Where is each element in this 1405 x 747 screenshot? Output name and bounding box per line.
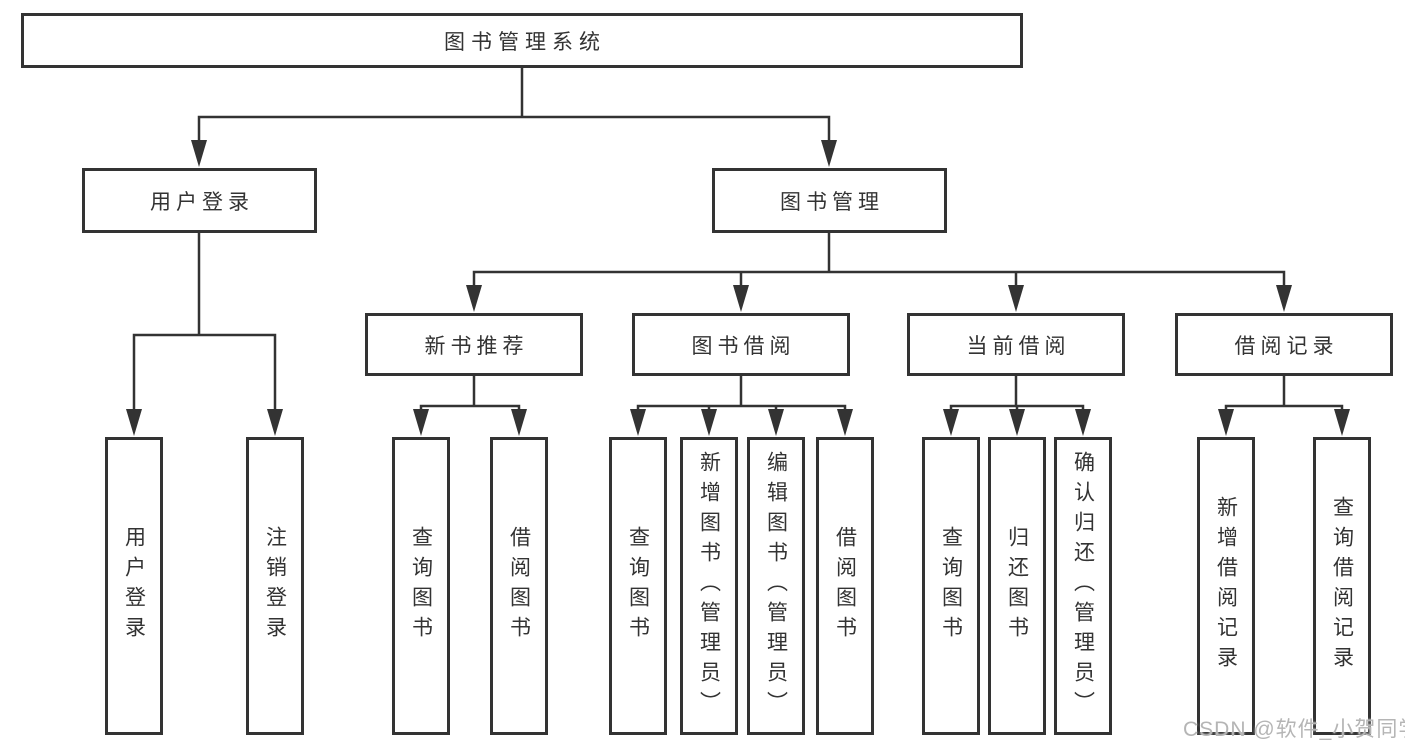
node-label: 确认归还（管理员） bbox=[1071, 451, 1095, 721]
node-label: 借阅图书 bbox=[507, 526, 531, 646]
node-label: 借阅记录 bbox=[1234, 334, 1339, 358]
node-label: 图书管理 bbox=[780, 190, 884, 214]
leaf-return-books: 归还图书 bbox=[988, 437, 1046, 735]
node-label: 用户登录 bbox=[122, 526, 146, 646]
node-label: 当前借阅 bbox=[966, 334, 1071, 358]
leaf-query-books-recommend: 查询图书 bbox=[392, 437, 450, 735]
arrowhead bbox=[1276, 285, 1292, 312]
arrowhead bbox=[821, 140, 837, 167]
leaf-query-books-current: 查询图书 bbox=[922, 437, 980, 735]
node-label: 借阅图书 bbox=[833, 526, 857, 646]
node-label: 注销登录 bbox=[263, 526, 287, 646]
leaf-add-books-admin: 新增图书（管理员） bbox=[680, 437, 738, 735]
arrowhead bbox=[1008, 285, 1024, 312]
arrowhead bbox=[630, 409, 646, 436]
leaf-add-borrow-record: 新增借阅记录 bbox=[1197, 437, 1255, 735]
leaf-confirm-return-admin: 确认归还（管理员） bbox=[1054, 437, 1112, 735]
arrowhead bbox=[191, 140, 207, 167]
node-library-management-system: 图书管理系统 bbox=[21, 13, 1023, 68]
connectors-book-mgmt-branch bbox=[466, 231, 1292, 312]
node-label: 归还图书 bbox=[1005, 526, 1029, 646]
leaf-logout: 注销登录 bbox=[246, 437, 304, 735]
arrowhead bbox=[701, 409, 717, 436]
node-borrow-records: 借阅记录 bbox=[1175, 313, 1393, 376]
arrowhead bbox=[1075, 409, 1091, 436]
node-label: 新增借阅记录 bbox=[1214, 496, 1238, 676]
node-label: 新书推荐 bbox=[424, 334, 529, 358]
arrowhead bbox=[943, 409, 959, 436]
arrowhead bbox=[511, 409, 527, 436]
leaf-query-borrow-record: 查询借阅记录 bbox=[1313, 437, 1371, 735]
node-label: 图书借阅 bbox=[691, 334, 796, 358]
leaf-query-books-borrowing: 查询图书 bbox=[609, 437, 667, 735]
arrowhead bbox=[837, 409, 853, 436]
arrowhead bbox=[126, 409, 142, 436]
connectors-book-borrow-branch bbox=[630, 374, 853, 436]
arrowhead bbox=[1334, 409, 1350, 436]
leaf-user-login: 用户登录 bbox=[105, 437, 163, 735]
node-book-management: 图书管理 bbox=[712, 168, 947, 233]
arrowhead bbox=[466, 285, 482, 312]
node-label: 查询借阅记录 bbox=[1330, 496, 1354, 676]
connectors-root bbox=[191, 66, 837, 167]
node-new-book-recommend: 新书推荐 bbox=[365, 313, 583, 376]
arrowhead bbox=[768, 409, 784, 436]
connectors-user-login-branch bbox=[126, 231, 283, 436]
node-label: 用户登录 bbox=[150, 190, 254, 214]
leaf-edit-books-admin: 编辑图书（管理员） bbox=[747, 437, 805, 735]
connectors-new-books-branch bbox=[413, 374, 527, 436]
node-label: 查询图书 bbox=[939, 526, 963, 646]
arrowhead bbox=[413, 409, 429, 436]
node-current-borrowing: 当前借阅 bbox=[907, 313, 1125, 376]
connectors-current-borrow-branch bbox=[943, 374, 1091, 436]
node-label: 新增图书（管理员） bbox=[697, 451, 721, 721]
node-user-login: 用户登录 bbox=[82, 168, 317, 233]
arrowhead bbox=[1009, 409, 1025, 436]
watermark: CSDN @软件_小贺同学 bbox=[1183, 718, 1405, 741]
arrowhead bbox=[267, 409, 283, 436]
leaf-borrow-books: 借阅图书 bbox=[816, 437, 874, 735]
arrowhead bbox=[1218, 409, 1234, 436]
node-label: 图书管理系统 bbox=[444, 30, 606, 54]
connectors-borrow-record-branch bbox=[1218, 374, 1350, 436]
node-label: 查询图书 bbox=[626, 526, 650, 646]
node-label: 查询图书 bbox=[409, 526, 433, 646]
arrowhead bbox=[733, 285, 749, 312]
leaf-borrow-books-recommend: 借阅图书 bbox=[490, 437, 548, 735]
node-book-borrowing: 图书借阅 bbox=[632, 313, 850, 376]
node-label: 编辑图书（管理员） bbox=[764, 451, 788, 721]
